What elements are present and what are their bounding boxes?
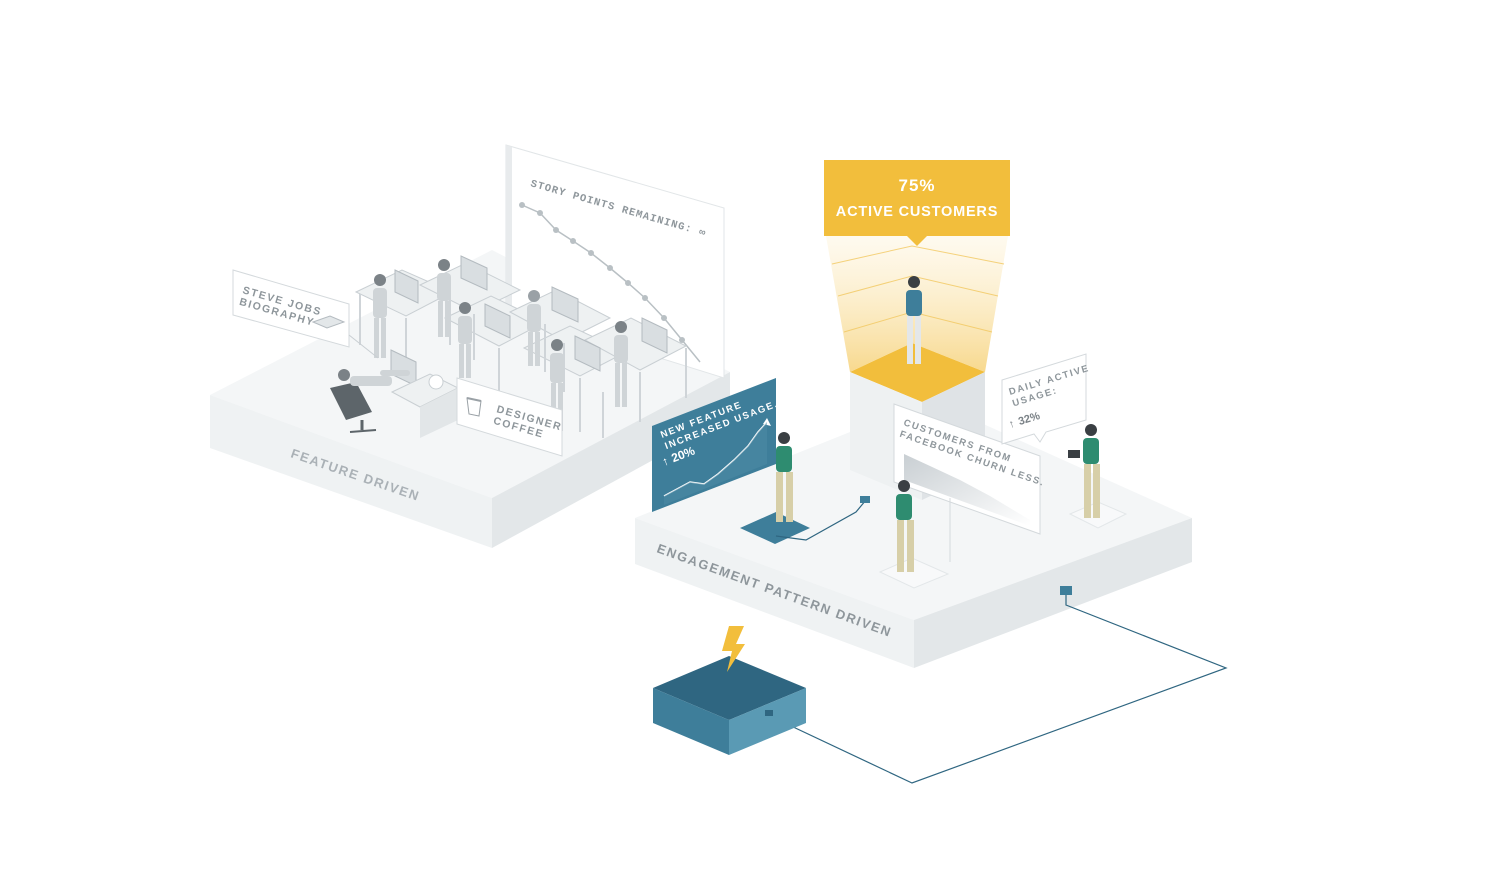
worker-figure	[458, 302, 472, 378]
green-figure-right	[1068, 424, 1100, 518]
power-box	[653, 656, 806, 755]
up-arrow-icon: ↑	[1007, 418, 1016, 431]
engagement-platform	[635, 400, 1192, 668]
monitors	[390, 255, 668, 387]
teal-figure-pedestal	[906, 276, 922, 364]
tablet-icon	[1068, 450, 1080, 458]
coffee-cup-icon	[466, 397, 482, 417]
book-icon	[311, 315, 346, 329]
active-customers-value: 75%	[898, 176, 935, 195]
lounging-figure	[330, 369, 460, 438]
active-customers-label: ACTIVE CUSTOMERS	[836, 204, 998, 220]
designer-coffee-card: DESIGNER COFFEE	[456, 377, 564, 457]
connector-node	[860, 496, 870, 503]
worker-figure	[614, 321, 628, 407]
connector-cable	[775, 499, 867, 541]
up-arrow-icon: ↑	[660, 454, 671, 469]
worker-figure	[437, 259, 451, 337]
teal-figure-panel	[776, 432, 793, 522]
green-figure-middle	[896, 480, 914, 572]
lightning-bolt-icon	[722, 626, 745, 672]
active-customers-banner: 75% ACTIVE CUSTOMERS	[824, 160, 1010, 246]
platform-port	[1060, 586, 1072, 595]
power-cable	[771, 595, 1228, 784]
gray-workers	[373, 259, 628, 431]
daily-active-card: DAILY ACTIVE USAGE: ↑ 32%	[1001, 353, 1091, 445]
worker-figure	[373, 274, 387, 358]
worker-figure	[527, 290, 541, 366]
facebook-churn-card: CUSTOMERS FROM FACEBOOK CHURN LESS.	[893, 403, 1046, 562]
burndown-points	[519, 202, 685, 343]
